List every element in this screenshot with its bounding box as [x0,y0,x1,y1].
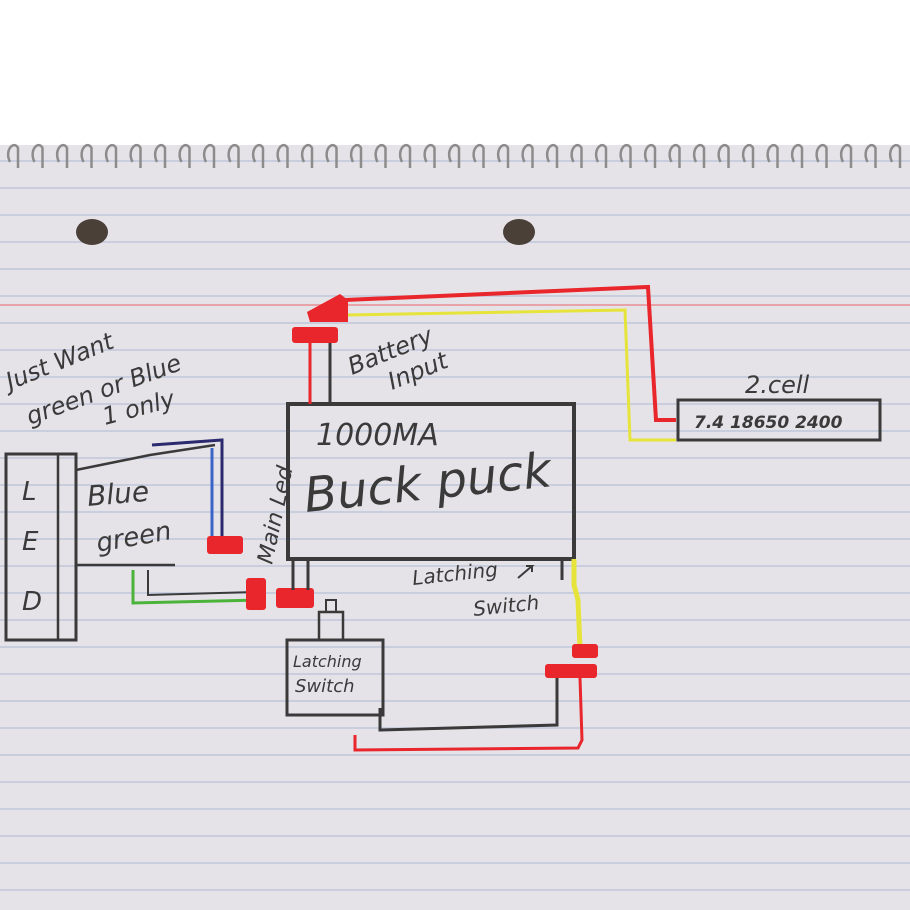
spiral-coil [864,143,877,168]
spiral-coil [325,143,338,168]
spiral-coil [423,143,436,168]
spiral-binding [6,143,902,168]
spiral-coil [129,143,142,168]
led-wires [131,438,314,610]
spiral-coil [888,143,902,168]
spiral-coil [276,143,289,168]
latching-switch: Latching Switch [285,599,385,717]
spiral-coil [594,143,608,168]
spiral-coil [80,143,93,168]
spiral-coil [251,143,265,168]
led-letter-e: E [22,527,39,557]
spiral-coil [104,143,118,168]
led-letter-l: L [22,477,37,507]
switch-box-line-2: Switch [295,676,355,697]
spiral-coil [839,143,853,168]
spiral-coil [472,143,485,168]
switch-wires [353,559,598,752]
spiral-coil [668,143,681,168]
spiral-coil [545,143,559,168]
spiral-coil [570,143,583,168]
spiral-coil [153,143,167,168]
spiral-coil [6,143,20,168]
spiral-coil [227,143,240,168]
arrow-icon [517,565,535,579]
spiral-coil [31,143,44,168]
spiral-coil [349,143,363,168]
spiral-coil [619,143,632,168]
spiral-coil [717,143,730,168]
spiral-coil [398,143,412,168]
spiral-coil [766,143,779,168]
spiral-coil [202,143,216,168]
connector-green [246,578,266,610]
spiral-coil [790,143,804,168]
spiral-coil [374,143,387,168]
spiral-coil [178,143,191,168]
battery-cell-label: 2.cell [745,371,810,399]
led-blue-label: Blue [86,475,151,513]
led-letter-d: D [22,587,42,617]
spiral-coil [496,143,510,168]
spiral-coil [521,143,534,168]
spiral-coil [300,143,314,168]
connector-battery-lead [307,294,348,322]
buck-puck-rating: 1000MA [316,418,439,453]
battery-input-wires [292,284,676,442]
punch-hole [503,219,535,245]
spiral-coil [643,143,657,168]
spiral-coil [815,143,828,168]
connector-switch-return [545,664,597,678]
connector-battery-input [292,327,338,343]
spiral-coil [55,143,69,168]
spiral-coil [447,143,461,168]
connector-main-led [276,588,314,608]
connector-switch-input [572,644,598,658]
connector-blue [207,536,243,554]
punch-hole [76,219,108,245]
spiral-coil [692,143,706,168]
notebook-paper [0,143,910,910]
spiral-coil [741,143,755,168]
battery-pack: 2.cell 7.4 18650 2400 [676,371,882,442]
switch-box-line-1: Latching [293,652,362,671]
battery-spec: 7.4 18650 2400 [694,413,843,433]
